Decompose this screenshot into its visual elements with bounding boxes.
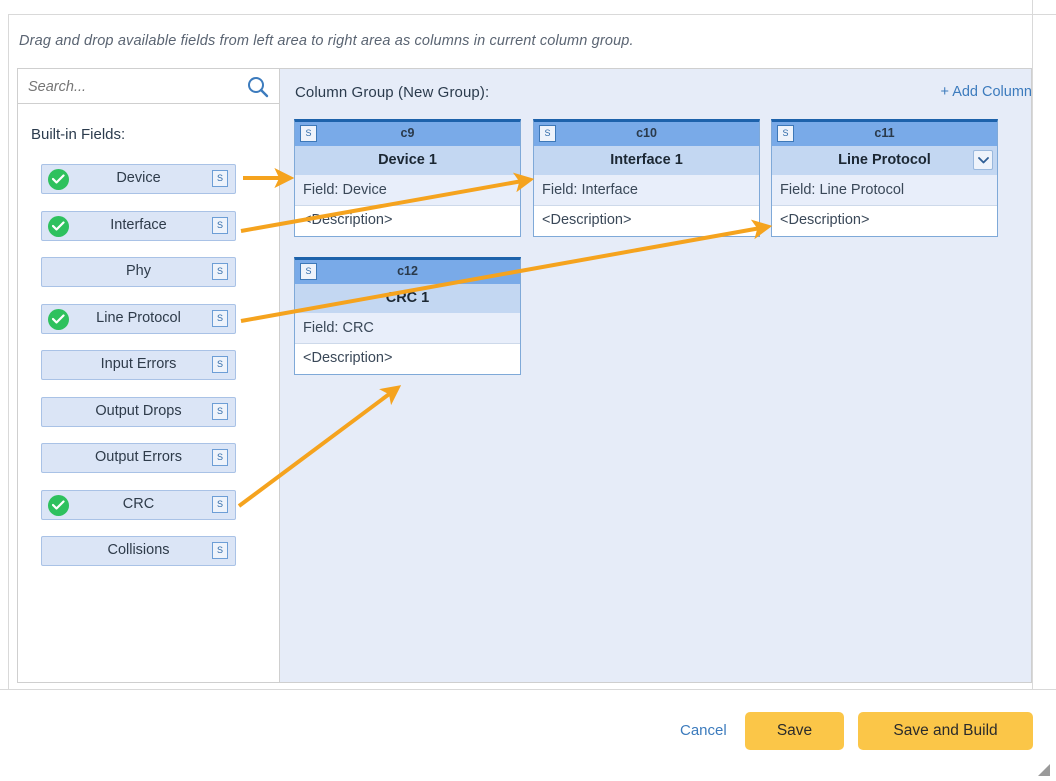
field-pill-output-drops[interactable]: Output Drops S xyxy=(41,396,236,427)
selected-check-icon xyxy=(48,169,69,190)
column-description[interactable]: <Description> xyxy=(772,206,997,234)
field-source-badge[interactable]: S xyxy=(212,170,228,187)
column-id-label: c12 xyxy=(397,264,418,278)
window-right-border xyxy=(1032,0,1033,690)
chevron-down-icon[interactable] xyxy=(973,150,993,170)
column-title-text: CRC 1 xyxy=(385,290,430,306)
field-pill-device[interactable]: Device S xyxy=(41,164,236,194)
column-field-label: Field: Line Protocol xyxy=(772,175,997,206)
resize-grip-icon[interactable] xyxy=(1035,761,1051,777)
field-pill-label: Line Protocol xyxy=(96,309,181,326)
field-pill-output-errors[interactable]: Output Errors S xyxy=(41,443,236,473)
field-pill-label: Output Errors xyxy=(94,449,183,465)
field-pill-label: Device xyxy=(116,170,161,186)
column-source-badge[interactable]: S xyxy=(539,125,556,142)
column-field-label: Field: CRC xyxy=(295,313,520,344)
field-pill-input-errors[interactable]: Input Errors S xyxy=(41,350,236,380)
field-source-badge[interactable]: S xyxy=(212,309,228,327)
column-title-text: Line Protocol xyxy=(838,152,931,168)
window-top-border xyxy=(8,14,1056,15)
save-button[interactable]: Save xyxy=(745,712,844,750)
column-title[interactable]: Line Protocol xyxy=(772,146,997,175)
column-source-badge[interactable]: S xyxy=(300,125,317,142)
field-pill-crc[interactable]: CRC S xyxy=(41,489,236,520)
column-id-label: c11 xyxy=(874,126,895,140)
field-pill-label: Collisions xyxy=(107,542,170,558)
column-id-label: c10 xyxy=(636,126,657,140)
column-description[interactable]: <Description> xyxy=(295,344,520,372)
search-box[interactable] xyxy=(17,68,280,104)
add-column-link[interactable]: + Add Column xyxy=(940,84,1033,100)
column-description[interactable]: <Description> xyxy=(295,206,520,234)
search-input[interactable] xyxy=(28,76,238,98)
column-field-label: Field: Interface xyxy=(534,175,759,206)
column-description[interactable]: <Description> xyxy=(534,206,759,234)
built-in-fields-label: Built-in Fields: xyxy=(31,126,126,143)
column-group-label: Column Group (New Group): xyxy=(295,84,490,101)
instruction-text: Drag and drop available fields from left… xyxy=(19,33,634,49)
field-source-badge[interactable]: S xyxy=(212,542,228,559)
column-title-text: Device 1 xyxy=(378,152,437,168)
field-source-badge[interactable]: S xyxy=(212,449,228,466)
field-source-badge[interactable]: S xyxy=(212,402,228,420)
field-pill-phy[interactable]: Phy S xyxy=(41,257,236,287)
field-pill-label: Phy xyxy=(126,263,151,279)
field-pill-line-protocol[interactable]: Line Protocol S xyxy=(41,303,236,334)
field-pill-label: Output Drops xyxy=(95,402,182,419)
selected-check-icon xyxy=(48,215,69,237)
field-pill-label: CRC xyxy=(122,495,155,512)
field-pill-label: Input Errors xyxy=(100,356,177,372)
field-source-badge[interactable]: S xyxy=(212,495,228,513)
field-source-badge[interactable]: S xyxy=(212,356,228,373)
column-id-label: c9 xyxy=(400,126,415,140)
column-title[interactable]: Device 1 xyxy=(295,146,520,175)
column-title[interactable]: CRC 1 xyxy=(295,284,520,313)
selected-check-icon xyxy=(48,308,69,330)
window-left-border xyxy=(8,14,9,690)
field-pill-label: Interface xyxy=(110,216,167,233)
selected-check-icon xyxy=(48,494,69,516)
search-icon[interactable] xyxy=(245,75,271,99)
window-bottom-border xyxy=(0,689,1056,690)
column-source-badge[interactable]: S xyxy=(777,125,794,142)
column-title-text: Interface 1 xyxy=(610,152,683,168)
field-source-badge[interactable]: S xyxy=(212,263,228,280)
field-pill-interface[interactable]: Interface S xyxy=(41,210,236,241)
save-and-build-button[interactable]: Save and Build xyxy=(858,712,1033,750)
column-field-label: Field: Device xyxy=(295,175,520,206)
field-pill-collisions[interactable]: Collisions S xyxy=(41,536,236,566)
cancel-button[interactable]: Cancel xyxy=(680,722,727,739)
column-title[interactable]: Interface 1 xyxy=(534,146,759,175)
field-source-badge[interactable]: S xyxy=(212,216,228,234)
